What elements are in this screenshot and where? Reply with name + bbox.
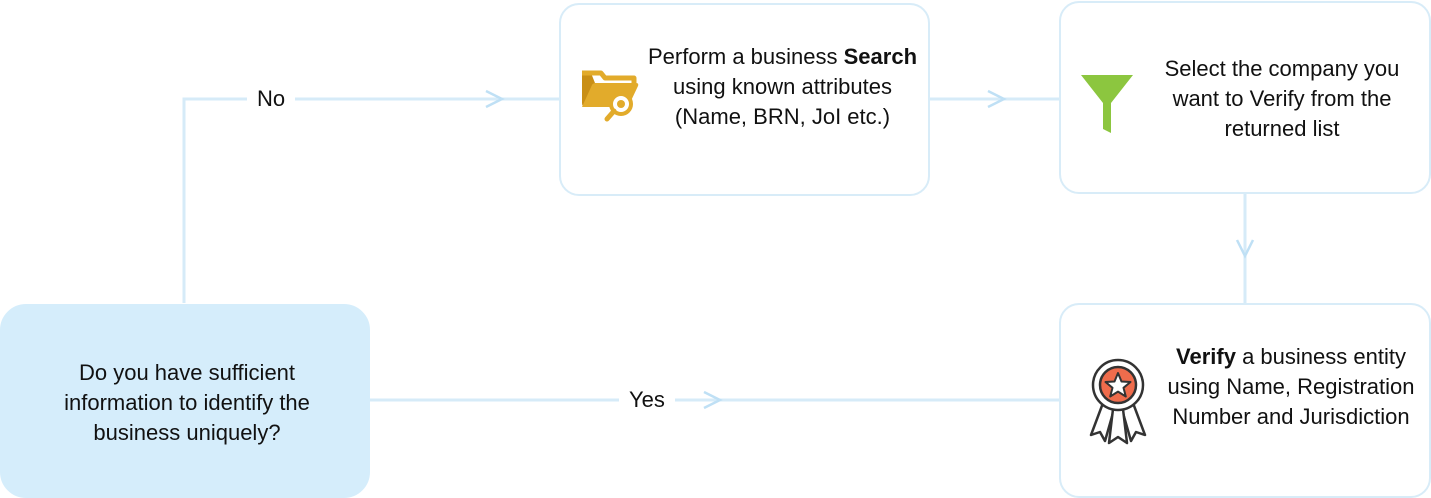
search-text-rest: using known attributes (Name, BRN, JoI e… bbox=[673, 74, 892, 129]
decision-box: Do you have sufficient information to id… bbox=[0, 304, 370, 498]
funnel-icon bbox=[1081, 75, 1133, 133]
search-text-bold: Search bbox=[843, 44, 918, 69]
edge-label-no: No bbox=[247, 86, 296, 112]
edge-label-yes: Yes bbox=[619, 387, 675, 413]
select-box: Select the company you want to Verify fr… bbox=[1059, 1, 1431, 194]
verify-box: Verify a business entity using Name, Reg… bbox=[1059, 303, 1431, 498]
decision-text: Do you have sufficient information to id… bbox=[64, 360, 310, 445]
search-text: Perform a business Search using known at… bbox=[647, 42, 918, 132]
verify-text-rest: a business entity using Name, Registrati… bbox=[1167, 344, 1415, 429]
connector-no bbox=[182, 97, 560, 303]
search-box: Perform a business Search using known at… bbox=[559, 3, 930, 196]
verify-text: Verify a business entity using Name, Reg… bbox=[1167, 342, 1415, 432]
folder-search-icon bbox=[582, 70, 639, 122]
arrowhead-no bbox=[485, 89, 505, 109]
arrowhead-yes bbox=[703, 390, 723, 410]
arrowhead-search-select bbox=[987, 89, 1007, 109]
arrowhead-select-verify bbox=[1235, 239, 1255, 259]
award-badge-icon bbox=[1089, 358, 1147, 445]
verify-text-bold: Verify bbox=[1176, 344, 1236, 369]
select-text: Select the company you want to Verify fr… bbox=[1164, 56, 1400, 141]
search-text-lead: Perform a business bbox=[647, 44, 844, 69]
